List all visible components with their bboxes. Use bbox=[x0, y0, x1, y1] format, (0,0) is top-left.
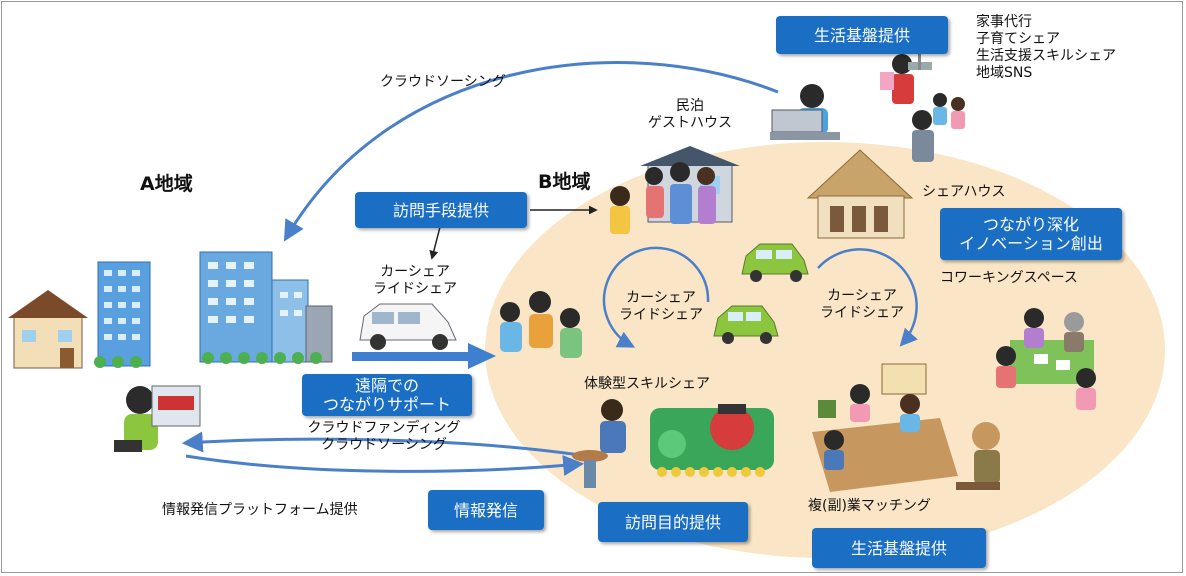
main-flow-head bbox=[468, 343, 496, 369]
visit-purpose-box: 訪問目的提供 bbox=[598, 502, 748, 542]
side-job-label: 複(副)業マッチング bbox=[808, 498, 931, 514]
life-base-top-box: 生活基盤提供 bbox=[776, 16, 948, 54]
loop-left-label: カーシェア ライドシェア bbox=[616, 290, 706, 324]
crowdfunding-line1: クラウドファンディング bbox=[307, 420, 461, 436]
loop-left-line2: ライドシェア bbox=[619, 307, 703, 323]
loop-right-line2: ライドシェア bbox=[820, 305, 904, 321]
family-helpers-icon bbox=[880, 40, 965, 162]
minpaku-line1: 民泊 bbox=[676, 98, 704, 114]
region-a-title: A地域 bbox=[140, 173, 193, 195]
coworking-people-icon bbox=[996, 308, 1096, 410]
house-icon bbox=[8, 290, 88, 369]
white-car-icon bbox=[359, 303, 457, 350]
crowdfunding-line2: クラウドソーシング bbox=[321, 437, 447, 453]
crowdfunding-label: クラウドファンディング クラウドソーシング bbox=[304, 420, 464, 454]
region-b-title: B地域 bbox=[538, 171, 591, 193]
farmer-icon bbox=[956, 422, 1000, 490]
festival-float-icon bbox=[650, 404, 774, 477]
carshare-line2: ライドシェア bbox=[373, 281, 457, 297]
life-base-bottom-box: 生活基盤提供 bbox=[812, 528, 986, 568]
deepen-connection-line2: イノベーション創出 bbox=[959, 234, 1103, 253]
office-building-icon bbox=[97, 251, 333, 367]
meeting-room-icon bbox=[812, 363, 958, 492]
carshare-label: カーシェア ライドシェア bbox=[360, 264, 470, 298]
loop-right bbox=[817, 248, 918, 347]
loop-left-line1: カーシェア bbox=[626, 290, 696, 306]
life-support-list: 家事代行 子育てシェア 生活支援スキルシェア 地域SNS bbox=[976, 14, 1116, 82]
experience-skill-label: 体験型スキルシェア bbox=[584, 376, 710, 392]
potter-icon bbox=[572, 399, 626, 488]
loop-right-label: カーシェア ライドシェア bbox=[812, 288, 912, 322]
bottom-arrow-lower bbox=[185, 454, 585, 476]
carshare-line1: カーシェア bbox=[380, 264, 450, 280]
crowdsourcing-arc bbox=[283, 61, 779, 242]
coworking-label: コワーキングスペース bbox=[940, 270, 1078, 286]
minpaku-line2: ゲストハウス bbox=[648, 115, 732, 131]
trees-row-icon bbox=[94, 352, 322, 368]
bottom-arrow-upper bbox=[181, 431, 581, 457]
info-release-box: 情報発信 bbox=[428, 490, 544, 530]
share-house-icon bbox=[806, 149, 914, 239]
green-car-icon bbox=[713, 243, 809, 344]
remote-support-box: 遠隔での つながりサポート bbox=[302, 374, 472, 416]
deepen-connection-line1: つながり深化 bbox=[982, 215, 1079, 234]
loop-right-line1: カーシェア bbox=[827, 288, 897, 304]
platform-label: 情報発信プラットフォーム提供 bbox=[162, 502, 358, 518]
crowdsourcing-top-label: クラウドソーシング bbox=[380, 74, 506, 90]
sharehouse-label: シェアハウス bbox=[922, 184, 1006, 200]
tourist-family-icon bbox=[610, 162, 716, 234]
main-flow-bar bbox=[352, 352, 470, 361]
laptop-user-icon bbox=[114, 385, 201, 452]
travelers-group-icon bbox=[500, 291, 582, 358]
life-list-item: 家事代行 bbox=[976, 14, 1032, 30]
loop-left bbox=[602, 246, 710, 348]
remote-support-line2: つながりサポート bbox=[322, 395, 451, 414]
visit-means-box: 訪問手段提供 bbox=[355, 192, 527, 228]
arrow-to-carshare bbox=[429, 226, 441, 260]
minpaku-label: 民泊 ゲストハウス bbox=[640, 98, 740, 132]
deepen-connection-box: つながり深化 イノベーション創出 bbox=[940, 208, 1122, 260]
life-list-item: 子育てシェア bbox=[976, 31, 1060, 47]
remote-worker-icon bbox=[770, 84, 840, 140]
remote-support-line1: 遠隔での bbox=[354, 376, 419, 395]
life-list-item: 地域SNS bbox=[976, 65, 1033, 81]
life-list-item: 生活支援スキルシェア bbox=[976, 48, 1116, 64]
